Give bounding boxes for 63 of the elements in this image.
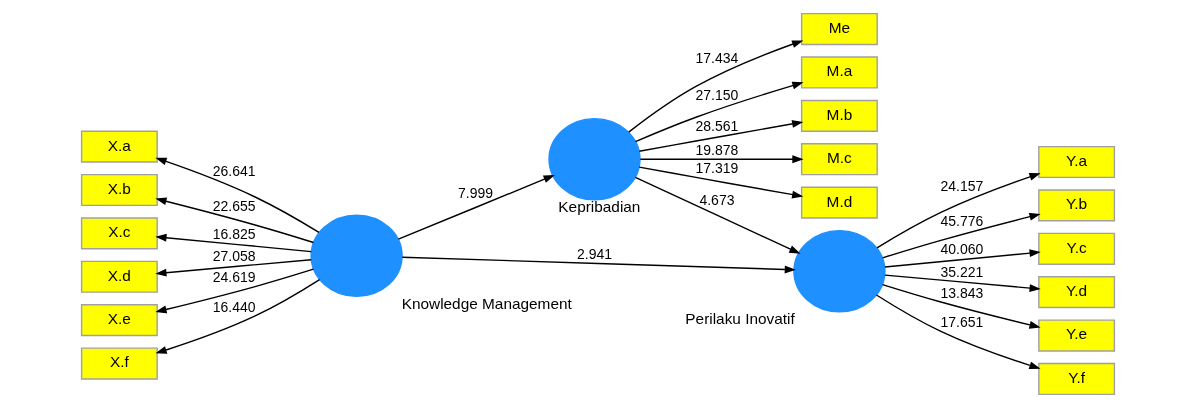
node-box: M.a	[800, 56, 878, 89]
edge-label: 40.060	[939, 241, 983, 258]
node-box: X.f	[80, 347, 158, 380]
arrow	[883, 274, 1041, 292]
edge-label: 7.999	[457, 185, 493, 202]
node-box: Me	[800, 12, 878, 46]
node-circle	[547, 117, 641, 201]
edge-label: 24.157	[939, 178, 983, 195]
arrow	[875, 294, 1040, 370]
node-box: X.c	[80, 217, 158, 250]
node-circle	[309, 214, 403, 298]
arrow	[154, 233, 312, 253]
edge-label: 17.319	[695, 160, 738, 177]
node-box: M.b	[800, 99, 878, 132]
arrow	[881, 283, 1041, 329]
node-box: X.a	[80, 130, 158, 163]
edge-label: 4.673	[698, 192, 734, 209]
edge-label: 35.221	[939, 263, 983, 280]
arrow	[638, 120, 803, 152]
edge-label: 16.825	[212, 225, 256, 242]
edge-label: 19.878	[695, 142, 738, 159]
arrow	[875, 173, 1041, 249]
edge-label: 17.651	[939, 314, 983, 331]
node-box: Y.c	[1037, 232, 1115, 265]
node-label: Kepribadian	[557, 198, 640, 216]
edge-label: 27.058	[212, 248, 256, 265]
node-box: M.d	[800, 186, 878, 219]
node-box: Y.a	[1037, 145, 1115, 179]
node-circle	[792, 229, 886, 313]
arrow	[634, 81, 804, 143]
node-box: X.b	[80, 173, 158, 207]
node-box: M.c	[800, 143, 878, 176]
node-label: Perilaku Inovatif	[684, 310, 795, 328]
edge-label: 45.776	[939, 213, 983, 230]
node-box: Y.e	[1037, 319, 1115, 352]
arrow	[881, 212, 1041, 259]
edge-label: 13.843	[939, 284, 983, 301]
arrow	[638, 166, 803, 199]
arrow	[634, 176, 800, 254]
arrow	[154, 157, 320, 234]
node-box: X.d	[80, 260, 158, 293]
arrow	[154, 259, 312, 277]
edge-label: 22.655	[212, 198, 256, 214]
arrow	[627, 40, 803, 133]
arrow	[397, 174, 555, 240]
edge-label: 17.434	[695, 49, 738, 66]
node-box: Y.d	[1037, 276, 1115, 309]
arrow	[154, 268, 314, 314]
arrow	[401, 256, 796, 274]
arrow	[639, 155, 803, 164]
edge-label: 24.619	[212, 269, 256, 286]
arrow	[883, 249, 1041, 268]
edge-label: 28.561	[695, 118, 738, 135]
arrow	[154, 197, 314, 244]
node-label: Knowledge Management	[401, 294, 572, 312]
arrow	[155, 278, 320, 354]
node-box: Y.f	[1037, 362, 1115, 396]
edge-label: 26.641	[212, 163, 256, 180]
node-box: Y.b	[1037, 189, 1115, 222]
edge-label: 27.150	[695, 87, 738, 104]
node-box: X.e	[80, 304, 158, 337]
edge-label: 16.440	[212, 298, 256, 315]
edge-label: 2.941	[576, 245, 612, 262]
